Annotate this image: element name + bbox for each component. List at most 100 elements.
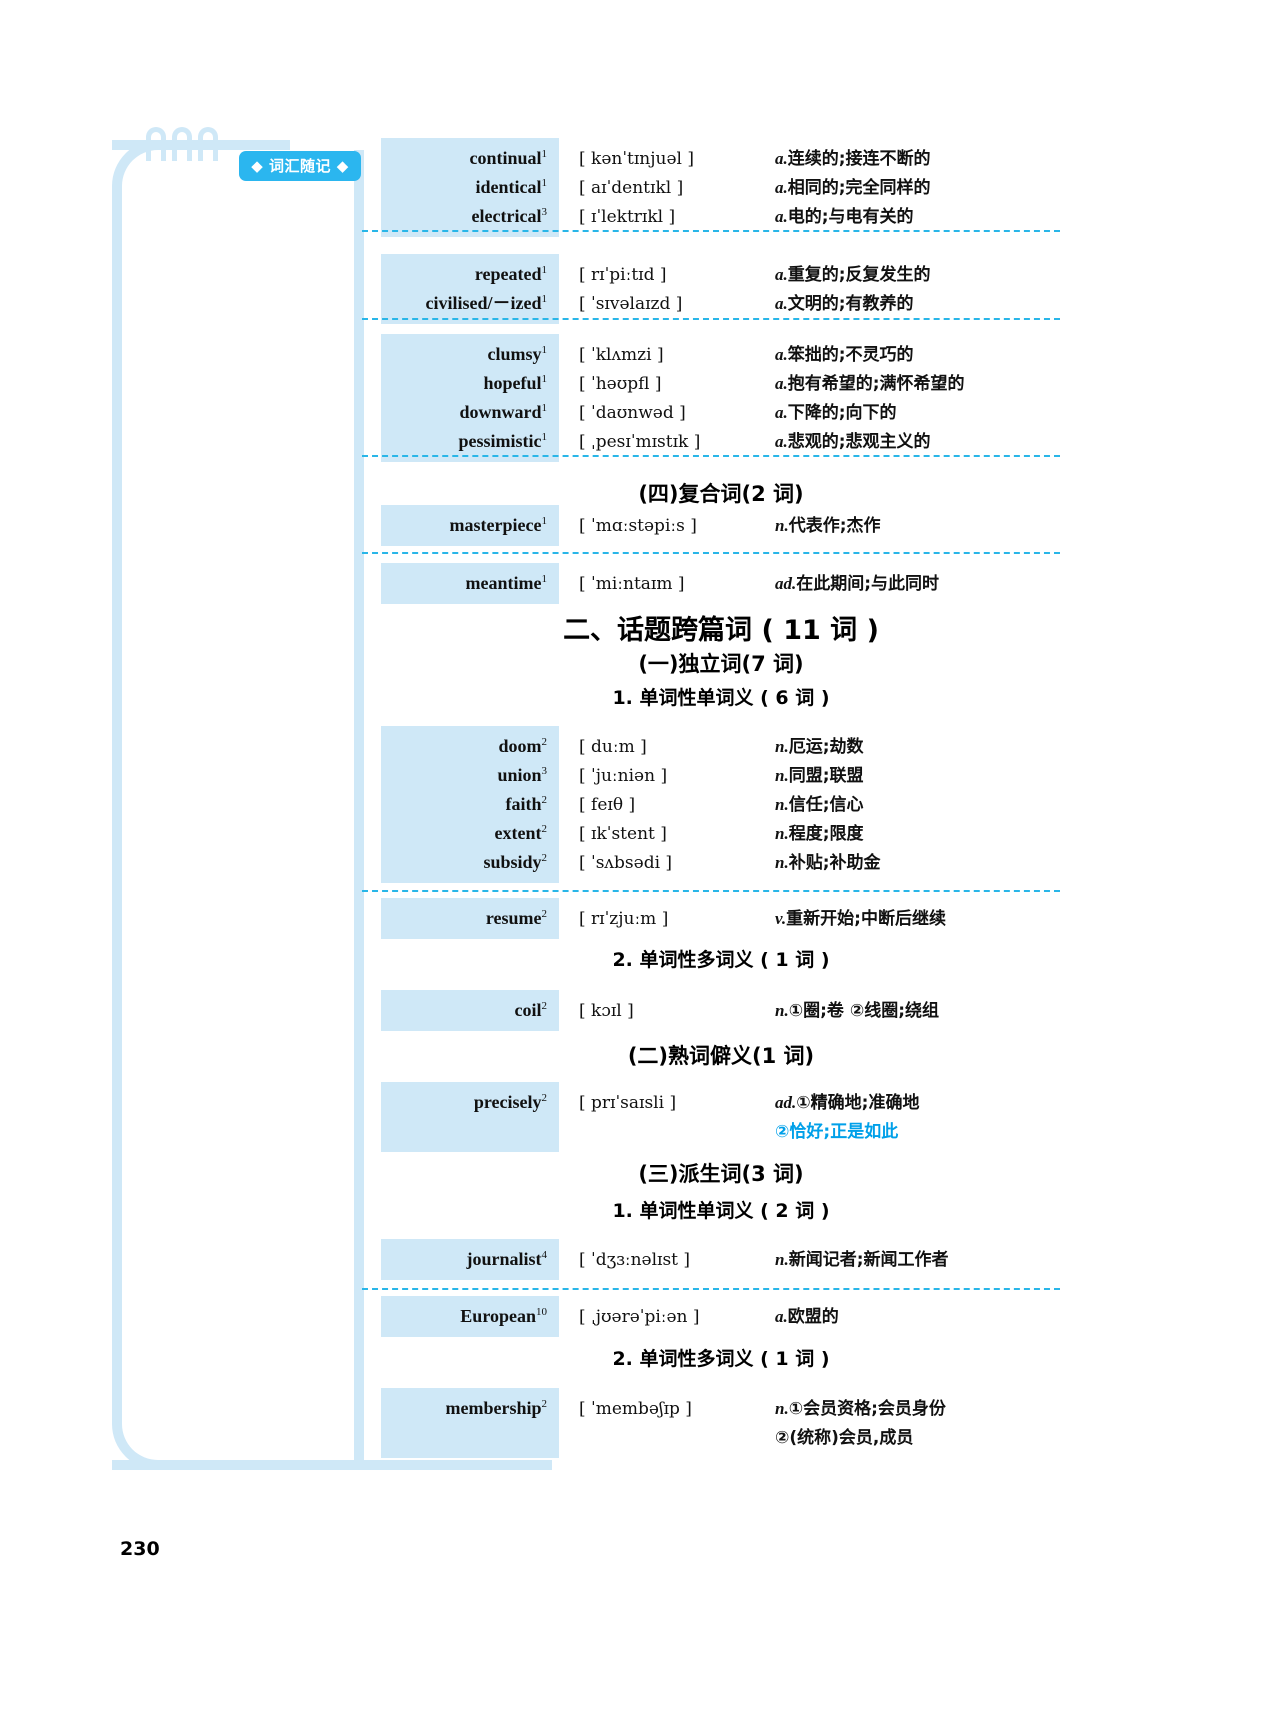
entry-word: downward1 xyxy=(459,402,548,422)
entry-phonetic: [ duːm ] xyxy=(579,737,647,757)
entry-part-of-speech: a. xyxy=(775,403,788,422)
entry-part-of-speech: a. xyxy=(775,294,788,313)
frame-vertical-rail xyxy=(354,150,364,1470)
entry-meaning: a.抱有希望的;满怀希望的 xyxy=(775,374,965,394)
entry-phonetic: [ kɔɪl ] xyxy=(579,1001,634,1021)
vocabulary-entry: resume2[ rɪˈzjuːm ]v.重新开始;中断后继续 xyxy=(381,904,1061,933)
vocabulary-entry: continual1[ kənˈtɪnjuəl ]a.连续的;接连不断的 xyxy=(381,144,1061,173)
vocabulary-entry-continuation: ②恰好;正是如此 xyxy=(381,1117,1061,1146)
entry-phonetic: [ ˈmembəʃɪp ] xyxy=(579,1399,692,1419)
entry-word: meantime1 xyxy=(465,573,547,593)
entry-part-of-speech: n. xyxy=(775,1001,789,1020)
entry-part-of-speech: ad. xyxy=(775,574,797,593)
entry-frequency-superscript: 1 xyxy=(541,402,548,414)
page-frame-bottom-edge xyxy=(112,1460,552,1470)
word-highlight-block xyxy=(381,1388,559,1458)
vocabulary-entry: coil2[ kɔɪl ]n.①圈;卷 ②线圈;绕组 xyxy=(381,996,1061,1025)
entry-phonetic: [ ˈmiːntaɪm ] xyxy=(579,574,685,594)
word-highlight-block xyxy=(381,334,559,462)
entry-frequency-superscript: 3 xyxy=(541,765,548,777)
entry-word: civilised/－ized1 xyxy=(425,293,548,313)
entry-meaning: n.信任;信心 xyxy=(775,795,864,815)
entry-word: European10 xyxy=(460,1306,547,1326)
vocabulary-entry: electrical3[ ɪˈlektrɪkl ]a.电的;与电有关的 xyxy=(381,202,1061,231)
entry-word: journalist4 xyxy=(466,1249,548,1269)
entry-word: membership2 xyxy=(445,1398,548,1418)
entry-part-of-speech: a. xyxy=(775,149,788,168)
heading-single-sense-2: 1. 单词性单词义 ( 2 词 ) xyxy=(612,1200,830,1222)
entry-meaning: n.代表作;杰作 xyxy=(775,516,881,536)
entry-phonetic: [ rɪˈzjuːm ] xyxy=(579,909,669,929)
entry-word: continual1 xyxy=(469,148,548,168)
entry-frequency-superscript: 2 xyxy=(541,823,548,835)
heading-multi-sense-1: 2. 单词性多词义 ( 1 词 ) xyxy=(612,949,830,971)
entry-phonetic: [ ˈklʌmzi ] xyxy=(579,345,664,365)
entry-part-of-speech: a. xyxy=(775,265,788,284)
entry-word: repeated1 xyxy=(474,264,548,284)
entry-frequency-superscript: 10 xyxy=(536,1306,547,1318)
entry-part-of-speech: n. xyxy=(775,1250,789,1269)
entry-phonetic: [ ɪkˈstent ] xyxy=(579,824,667,844)
entry-frequency-superscript: 1 xyxy=(541,148,548,160)
entry-meaning-secondary: ②(统称)会员,成员 xyxy=(775,1428,914,1448)
vocabulary-entry: meantime1[ ˈmiːntaɪm ]ad.在此期间;与此同时 xyxy=(381,569,1061,598)
entry-part-of-speech: n. xyxy=(775,824,789,843)
dashed-separator xyxy=(362,230,1060,232)
entry-part-of-speech: a. xyxy=(775,207,788,226)
heading-topic-cross-text: 二、话题跨篇词 ( 11 词 ) xyxy=(563,615,879,646)
word-highlight-block xyxy=(381,563,559,604)
entry-part-of-speech: n. xyxy=(775,853,789,872)
entry-word: pessimistic1 xyxy=(458,431,548,451)
vocabulary-entry: European10[ ˌjʊərəˈpiːən ]a.欧盟的 xyxy=(381,1302,1061,1331)
entry-meaning: n.①圈;卷 ②线圈;绕组 xyxy=(775,1001,940,1021)
entry-word: hopeful1 xyxy=(483,373,548,393)
entry-part-of-speech: a. xyxy=(775,345,788,364)
word-group: meantime1[ ˈmiːntaɪm ]ad.在此期间;与此同时 xyxy=(381,563,1061,604)
word-group: journalist4[ ˈdʒɜːnəlɪst ]n.新闻记者;新闻工作者 xyxy=(381,1239,1061,1280)
heading-derived-words: (三)派生词(3 词) xyxy=(638,1162,804,1186)
entry-meaning: n.新闻记者;新闻工作者 xyxy=(775,1250,949,1270)
entry-phonetic: [ ˈsɪvəlaɪzd ] xyxy=(579,294,683,314)
entry-part-of-speech: n. xyxy=(775,766,789,785)
word-highlight-block xyxy=(381,254,559,324)
heading-compound-words: (四)复合词(2 词) xyxy=(638,482,804,506)
vocabulary-entry: doom2[ duːm ]n.厄运;劫数 xyxy=(381,732,1061,761)
entry-part-of-speech: ad. xyxy=(775,1093,797,1112)
word-highlight-block xyxy=(381,138,559,237)
vocabulary-entry: downward1[ ˈdaʊnwəd ]a.下降的;向下的 xyxy=(381,398,1061,427)
entry-meaning: a.悲观的;悲观主义的 xyxy=(775,432,931,452)
vocabulary-entry: identical1[ aɪˈdentɪkl ]a.相同的;完全同样的 xyxy=(381,173,1061,202)
entry-frequency-superscript: 1 xyxy=(541,431,548,443)
entry-frequency-superscript: 2 xyxy=(541,908,548,920)
word-group: masterpiece1[ ˈmɑːstəpiːs ]n.代表作;杰作 xyxy=(381,505,1061,546)
word-group: European10[ ˌjʊərəˈpiːən ]a.欧盟的 xyxy=(381,1296,1061,1337)
entry-frequency-superscript: 3 xyxy=(541,206,548,218)
vocabulary-entry: hopeful1[ ˈhəʊpfl ]a.抱有希望的;满怀希望的 xyxy=(381,369,1061,398)
entry-frequency-superscript: 1 xyxy=(541,373,548,385)
spiral-binding-ring-3 xyxy=(198,127,218,161)
entry-word: electrical3 xyxy=(471,206,548,226)
entry-frequency-superscript: 1 xyxy=(541,264,548,276)
entry-frequency-superscript: 1 xyxy=(541,515,548,527)
entry-meaning: a.电的;与电有关的 xyxy=(775,207,914,227)
dashed-separator xyxy=(362,1288,1060,1290)
page-number: 230 xyxy=(120,1538,160,1560)
vocabulary-entry: clumsy1[ ˈklʌmzi ]a.笨拙的;不灵巧的 xyxy=(381,340,1061,369)
vocabulary-entry: subsidy2[ ˈsʌbsədi ]n.补贴;补助金 xyxy=(381,848,1061,877)
entry-word: extent2 xyxy=(494,823,548,843)
entry-phonetic: [ aɪˈdentɪkl ] xyxy=(579,178,684,198)
entry-frequency-superscript: 1 xyxy=(541,293,548,305)
heading-independent-words: (一)独立词(7 词) xyxy=(638,652,804,676)
entry-frequency-superscript: 4 xyxy=(541,1249,548,1261)
entry-meaning: a.欧盟的 xyxy=(775,1307,839,1327)
dashed-separator xyxy=(362,552,1060,554)
vocabulary-entry: faith2[ feɪθ ]n.信任;信心 xyxy=(381,790,1061,819)
entry-word: union3 xyxy=(497,765,548,785)
word-highlight-block xyxy=(381,898,559,939)
entry-phonetic: [ feɪθ ] xyxy=(579,795,636,815)
